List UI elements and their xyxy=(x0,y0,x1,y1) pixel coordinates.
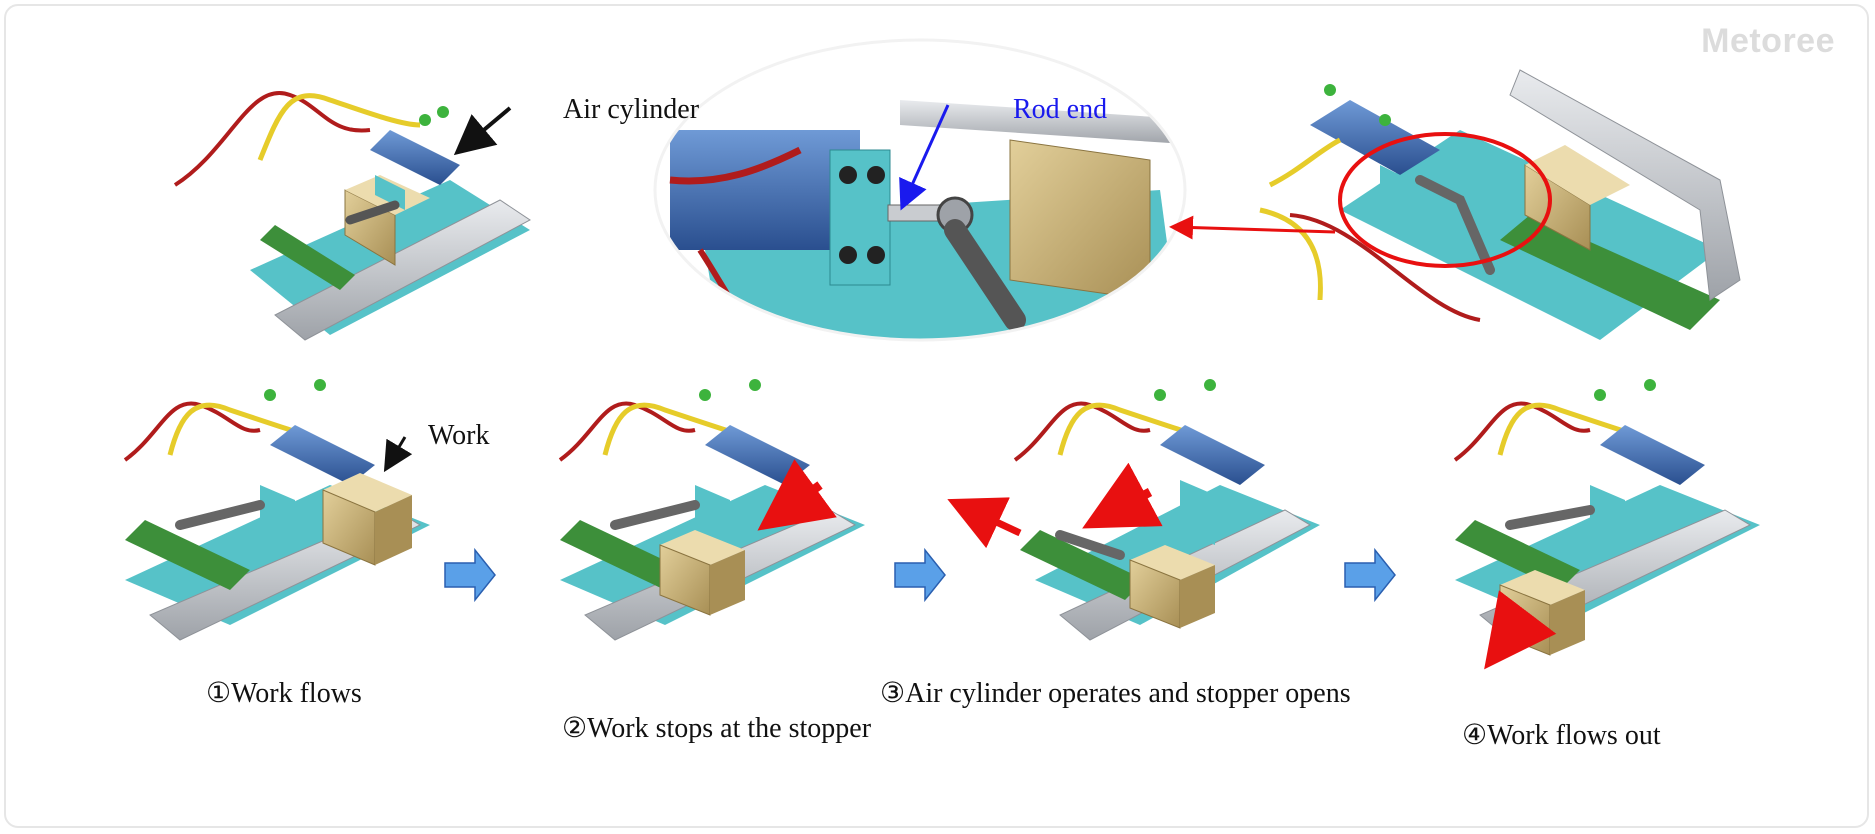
metoree-watermark: Metoree xyxy=(1701,22,1835,60)
work-label: Work xyxy=(428,420,490,451)
top-right-unit xyxy=(1259,69,1741,340)
air-cylinder-pointer-arrow xyxy=(453,106,512,156)
rod-end-pointer-arrow xyxy=(899,104,950,211)
step-2-red-arrow xyxy=(757,459,837,531)
step-1-work xyxy=(322,473,412,566)
step-4-unit xyxy=(1453,379,1760,656)
step-3-push-arrow xyxy=(1082,462,1163,529)
air-cylinder-label: Air cylinder xyxy=(563,94,700,125)
zoom-callout-arrow xyxy=(1169,215,1336,240)
step-3-unit xyxy=(1013,379,1320,641)
step-3-caption: ③Air cylinder operates and stopper opens xyxy=(880,678,1351,709)
top-left-unit xyxy=(173,91,531,341)
step-1-caption: ①Work flows xyxy=(206,678,362,709)
step-3-left-arrow xyxy=(947,497,1022,549)
work-pointer-arrow xyxy=(383,436,413,473)
step-2-unit xyxy=(558,379,865,641)
step-2-caption: ②Work stops at the stopper xyxy=(562,713,872,744)
flow-arrow-1 xyxy=(444,547,496,603)
zoom-detail-view xyxy=(655,40,1185,340)
flow-arrow-3 xyxy=(1344,547,1396,603)
step-4-caption: ④Work flows out xyxy=(1462,720,1661,751)
rod-end-label: Rod end xyxy=(1013,94,1108,125)
step-4-red-arrow xyxy=(1484,590,1557,670)
zoom-ellipse-edge xyxy=(653,38,1187,342)
flow-arrow-2 xyxy=(894,547,946,603)
